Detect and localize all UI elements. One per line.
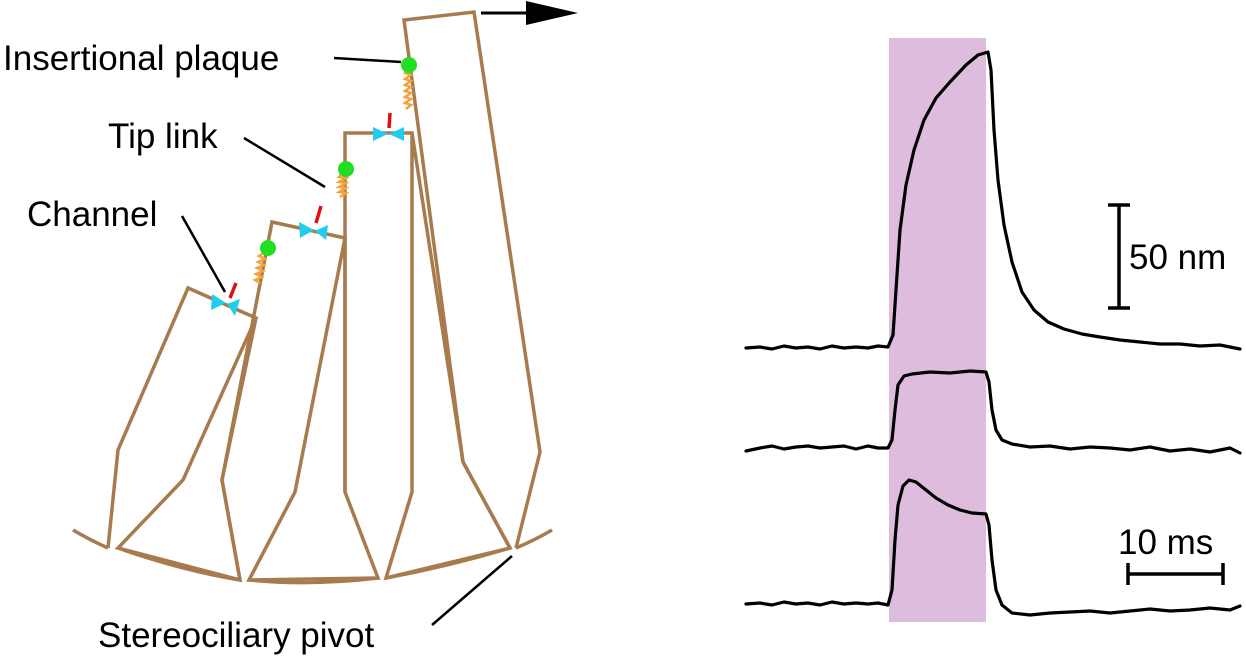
insertional-plaque <box>338 161 354 177</box>
trace-middle <box>744 369 1242 455</box>
tip-link-complex-3 <box>373 57 417 141</box>
channel-tether <box>228 282 238 299</box>
stereociliary-pivot-leader <box>431 555 513 626</box>
channel-tether <box>314 205 323 224</box>
amplitude-scale-label: 50 nm <box>1129 238 1226 277</box>
tip-link <box>252 250 268 285</box>
base-arc-left <box>72 528 109 550</box>
tip-link-leader <box>243 136 326 189</box>
tip-link <box>335 171 350 199</box>
hair-bundle <box>72 10 553 585</box>
insertional-plaque <box>260 240 276 256</box>
insertional-plaque <box>401 57 417 73</box>
tip-link <box>402 66 414 110</box>
channel-icon <box>211 294 240 316</box>
time-scale-bar <box>1126 563 1225 585</box>
tip-link-label: Tip link <box>108 117 218 156</box>
stereociliary-pivot-label: Stereociliary pivot <box>98 616 374 655</box>
channel-icon <box>299 222 328 240</box>
trace-bottom <box>744 478 1242 617</box>
stereocilium-4 <box>402 10 542 549</box>
channel-icon <box>373 127 404 141</box>
base-arc-right <box>515 528 553 550</box>
stereocilium-2 <box>220 219 381 582</box>
tip-link-complex-1 <box>211 240 276 316</box>
channel-leader <box>180 215 227 293</box>
stimulus-bar <box>889 38 986 622</box>
amplitude-scale-bar <box>1108 203 1130 310</box>
insertional-plaque-leader <box>333 56 402 64</box>
tip-link-complex-2 <box>299 161 354 240</box>
time-scale-label: 10 ms <box>1118 523 1213 562</box>
insertional-plaque-label: Insertional plaque <box>3 39 279 78</box>
right-arrow-icon <box>481 1 578 25</box>
channel-label: Channel <box>27 195 157 234</box>
trace-top <box>744 50 1242 351</box>
channel-tether <box>387 112 392 129</box>
